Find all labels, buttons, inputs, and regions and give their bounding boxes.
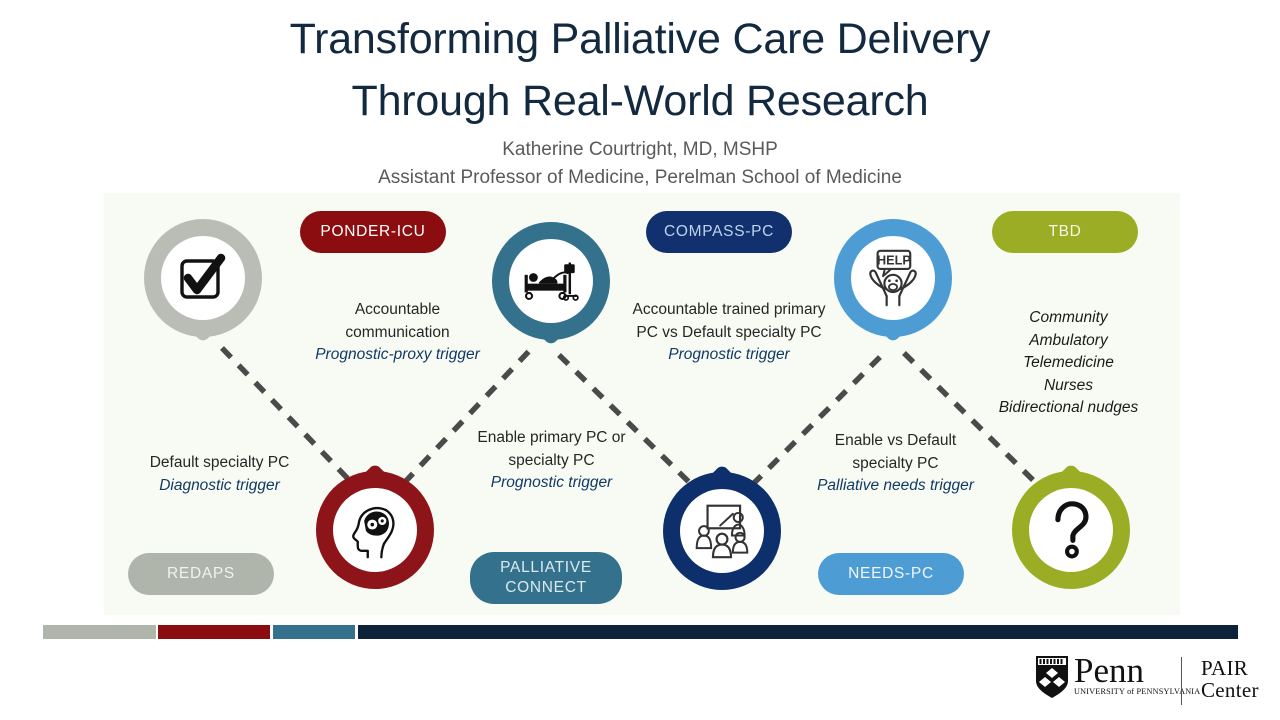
svg-text:HELP: HELP [877,253,911,267]
penn-shield-icon [1036,656,1068,698]
badge-label: PONDER-ICU [320,223,426,241]
footer-color-bar [0,625,1280,639]
annotation-tbd: Community Ambulatory Telemedicine Nurses… [998,309,1139,416]
badge-label: TBD [1048,223,1082,241]
annotation-trigger: Prognostic-proxy trigger [315,346,480,363]
pair-wordmark-line-2: Center [1201,678,1259,702]
annotation-redaps: Default specialty PC Diagnostic trigger [112,452,327,497]
annotation-trigger: Prognostic trigger [490,474,613,491]
colorbar-segment-teal [273,625,355,639]
slide-title-line-2: Through Real-World Research [351,77,929,125]
classroom-teaching-icon [695,504,749,559]
annotation-compass-pc: Accountable trained primary PC vs Defaul… [604,299,854,367]
presenter-name: Katherine Courtright, MD, MSHP [502,139,778,160]
annotation-main: Accountable communication [345,301,450,341]
pin-tbd[interactable] [1012,455,1130,589]
slide-title-line-1: Transforming Palliative Care Delivery [289,15,991,63]
annotation-trigger: Palliative needs trigger [817,477,974,494]
colorbar-segment-gray [43,625,156,639]
annotation-main: Enable primary PC or specialty PC [477,429,626,469]
badge-label: NEEDS-PC [848,565,934,583]
colorbar-segment-red [158,625,270,639]
annotation-trigger: Diagnostic trigger [159,476,280,494]
connector-lines [220,346,1038,487]
badge-label: COMPASS-PC [663,223,775,241]
annotation-main: Enable vs Default specialty PC [834,432,957,472]
question-mark-icon [1055,501,1089,559]
help-person-icon: HELP [869,249,917,307]
annotation-main: Default specialty PC [149,454,290,471]
badge-ponder-icu[interactable]: PONDER-ICU [300,211,446,253]
badge-palliative-connect[interactable]: PALLIATIVE CONNECT [470,552,622,604]
logo-divider [1181,657,1182,705]
badge-redaps[interactable]: REDAPS [128,553,274,595]
pin-inner [1029,488,1113,572]
head-gears-icon [352,506,395,559]
badge-label: PALLIATIVE CONNECT [500,559,592,596]
pin-inner: HELP [851,236,935,320]
annotation-needs-pc: Enable vs Default specialty PC Palliativ… [788,430,1003,498]
penn-wordmark: Penn [1074,651,1144,690]
annotation-trigger: Prognostic trigger [668,346,790,363]
checkbox-check-icon [180,253,226,299]
pin-inner [333,488,417,572]
badge-needs-pc[interactable]: NEEDS-PC [818,553,964,595]
research-portfolio-diagram: HELP PONDER-ICU COMPASS-PC [104,193,1180,615]
badge-label: REDAPS [167,565,235,583]
annotation-main: Accountable trained primary PC vs Defaul… [632,301,826,341]
pin-inner [161,236,245,320]
annotation-ponder-icu: Accountable communication Prognostic-pro… [290,299,505,367]
hospital-bed-icon [524,262,579,301]
pin-palliative-connect[interactable] [663,456,781,590]
pin-inner [680,489,764,573]
pair-wordmark-line-1: PAIR [1201,656,1249,680]
pin-ponder-icu[interactable] [316,455,434,589]
pin-inner [509,239,593,323]
badge-compass-pc[interactable]: COMPASS-PC [646,211,792,253]
badge-tbd[interactable]: TBD [992,211,1138,253]
title-block: Transforming Palliative Care Delivery Th… [0,8,1280,192]
footer-logo: Penn UNIVERSITY of PENNSYLVANIA PAIR Cen… [1035,651,1275,710]
penn-subtitle: UNIVERSITY of PENNSYLVANIA [1074,687,1201,696]
pin-compass-pc[interactable] [492,222,610,356]
colorbar-segment-navy [358,625,1238,639]
presenter-affiliation: Assistant Professor of Medicine, Perelma… [378,167,902,188]
annotation-palliative-connect: Enable primary PC or specialty PC Progno… [444,427,659,495]
pin-redaps[interactable] [144,219,262,353]
pin-needs-pc[interactable]: HELP [834,219,952,353]
